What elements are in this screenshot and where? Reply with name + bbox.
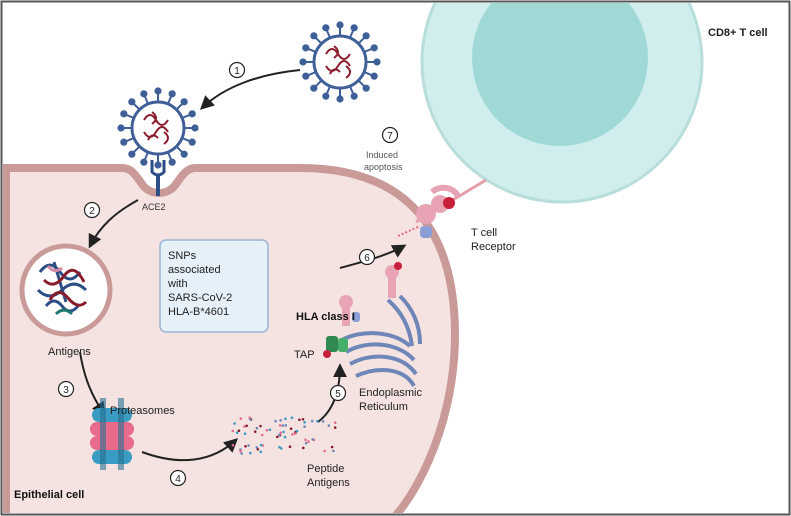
arrow-step-4 (141, 438, 239, 462)
snp-info-box (159, 239, 269, 333)
tcr-label-line1: T cell (471, 227, 497, 239)
epithelial-cell-label: Epithelial cell (14, 489, 84, 501)
snp-box-line1: SNPs (168, 250, 197, 262)
svg-text:4: 4 (175, 474, 181, 485)
svg-text:7: 7 (387, 131, 393, 142)
arrow-step-2 (88, 199, 139, 249)
ace2-label: ACE2 (142, 202, 166, 212)
snp-box-line5: HLA-B*4601 (168, 306, 229, 318)
proteasome-icon (90, 398, 134, 470)
ace2-receptor-icon (150, 160, 166, 196)
arrow-step-1 (199, 69, 301, 110)
snp-box-line2: associated (168, 264, 221, 276)
er-label-line1: Endoplasmic (359, 387, 422, 399)
proteasomes-label: Proteasomes (110, 405, 175, 417)
step-marker-6: 6 (358, 248, 376, 266)
tap-transporter-icon (323, 336, 348, 358)
epithelial-cell-membrane (3, 164, 460, 513)
virus-docked-icon (117, 87, 199, 169)
step-marker-2: 2 (83, 201, 101, 219)
peptide-antigens-label-line1: Peptide (307, 463, 344, 475)
snp-box-line3: with (167, 278, 188, 290)
hla-class-i-molecule-icon (339, 295, 360, 326)
svg-text:5: 5 (335, 389, 341, 400)
antigens-label: Antigens (48, 346, 91, 358)
snp-box-line4: SARS-CoV-2 (168, 292, 232, 304)
step-marker-4: 4 (169, 469, 187, 487)
svg-text:6: 6 (364, 253, 370, 264)
apoptosis-label-line1: Induced (366, 150, 398, 160)
step-marker-3: 3 (57, 380, 75, 398)
hla-peptide-complex-icon (385, 262, 402, 298)
peptide-antigens-label-line2: Antigens (307, 477, 350, 489)
apoptosis-label-line2: apoptosis (364, 162, 403, 172)
t-cell-nucleus (472, 3, 648, 146)
step-marker-1: 1 (228, 61, 246, 79)
peptide-fragments (231, 416, 337, 455)
tap-label: TAP (294, 349, 315, 361)
step-marker-7: 7 (381, 126, 399, 144)
virus-free-icon (299, 21, 381, 103)
tcr-label-line2: Receptor (471, 241, 516, 253)
hla-class-i-label: HLA class I (296, 311, 355, 323)
tcr-hla-complex-icon (397, 178, 487, 238)
svg-text:3: 3 (63, 385, 69, 396)
step-marker-5: 5 (329, 384, 347, 402)
antigen-vesicle-icon (19, 243, 113, 337)
svg-text:1: 1 (234, 66, 240, 77)
endoplasmic-reticulum-icon (341, 294, 422, 388)
er-label-line2: Reticulum (359, 401, 408, 413)
cd8-t-cell-label: CD8+ T cell (708, 27, 768, 39)
svg-text:2: 2 (89, 206, 95, 217)
